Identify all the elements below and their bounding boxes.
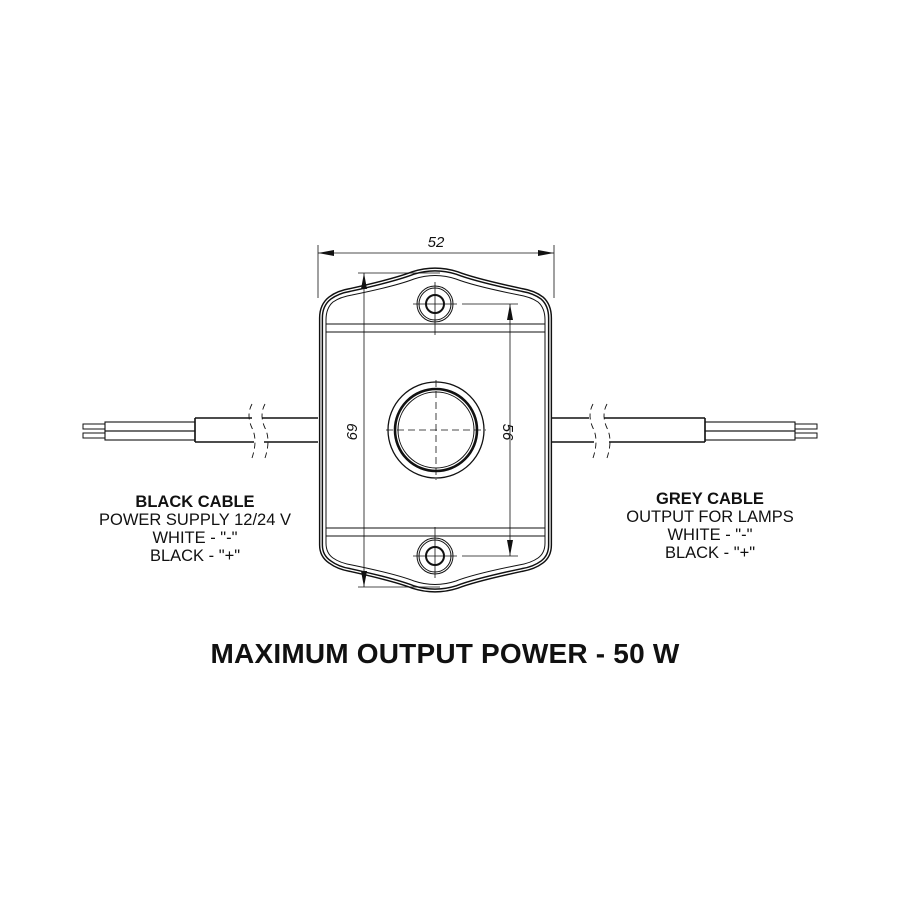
- right-cable-title: GREY CABLE: [656, 490, 764, 508]
- right-cable-line1: OUTPUT FOR LAMPS: [626, 508, 794, 526]
- dimension-height-label: 69: [344, 423, 361, 440]
- housing-body: [318, 267, 553, 593]
- dimension-width-label: 52: [428, 234, 445, 251]
- left-cable: [82, 403, 318, 459]
- right-cable-line2: WHITE - "-": [667, 526, 753, 544]
- left-cable-title: BLACK CABLE: [135, 493, 255, 511]
- dimension-hole-spacing-label: 56: [499, 424, 516, 441]
- mounting-hole-bottom: [413, 527, 457, 578]
- right-cable-label: GREY CABLE OUTPUT FOR LAMPS WHITE - "-" …: [600, 490, 820, 562]
- center-knob: [386, 380, 486, 480]
- mounting-hole-top: [413, 282, 457, 335]
- left-cable-line3: BLACK - "+": [149, 547, 241, 565]
- left-cable-label: BLACK CABLE POWER SUPPLY 12/24 V WHITE -…: [78, 493, 312, 565]
- dimension-height-overall: [358, 272, 440, 588]
- right-cable-line3: BLACK - "+": [664, 544, 756, 562]
- right-cable: [552, 403, 818, 459]
- left-cable-line2: WHITE - "-": [152, 529, 238, 547]
- dimension-width: [317, 245, 555, 298]
- left-cable-line1: POWER SUPPLY 12/24 V: [99, 511, 291, 529]
- dimension-hole-spacing: [462, 303, 518, 557]
- max-output-power-caption: MAXIMUM OUTPUT POWER - 50 W: [210, 638, 680, 669]
